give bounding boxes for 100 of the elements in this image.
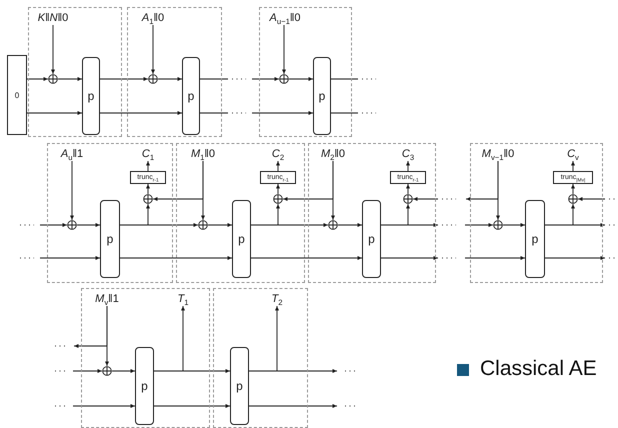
permutation-box: p [362,200,381,278]
arrow [250,256,362,260]
arrow [26,111,82,115]
permutation-box: p [82,57,100,135]
permutation-box: p [100,200,120,278]
arrow [72,404,136,408]
arrow [571,184,575,194]
arrow [120,256,232,260]
arrow [146,184,150,194]
arrow [250,204,280,226]
arrow [152,160,204,201]
arrow [154,404,230,408]
xor-symbol [273,194,283,204]
arrow [146,160,150,172]
dashed-frame [213,288,308,428]
arrow [252,77,280,81]
variable-label: M$_{v}$‖1 [89,292,125,306]
variable-label: T$_{2}$ [267,292,287,306]
arrow [248,369,338,373]
variable-label: T$_{1}$ [173,292,193,306]
arrow [208,223,232,227]
xor-symbol [198,220,208,230]
permutation-box: p [230,347,249,425]
dashed-frame [47,143,173,283]
arrow [26,77,48,81]
xor-symbol [143,194,153,204]
xor-symbol [279,74,289,84]
variable-label: A$_{u}$‖1 [54,147,90,161]
arrow [100,77,148,81]
arrow [151,24,155,74]
arrow [112,369,136,373]
arrow [466,160,498,201]
arrow [40,256,100,260]
dashed-frame [308,143,436,283]
connector-line [330,112,358,114]
xor-symbol [403,194,413,204]
xor-symbol [48,74,58,84]
dashed-frame [259,7,352,137]
arrow [282,24,286,74]
arrow [76,223,100,227]
arrow [412,197,438,201]
arrow [380,256,438,260]
permutation-box: p [232,200,251,278]
permutation-box: p [135,347,154,425]
arrow [276,160,280,172]
connector-line [200,112,228,114]
arrow [544,204,575,226]
dashed-frame [127,7,222,137]
bullet-text: Classical AE [480,356,597,382]
dashed-frame [81,288,210,428]
variable-label: C$_{1}$ [138,147,158,161]
arrow [252,111,314,115]
arrow [158,77,182,81]
variable-label: M$_{v−1}$‖0 [473,147,523,161]
state-box: 0 [7,55,27,135]
arrow [288,77,314,81]
arrow [380,204,410,226]
arrow [70,160,74,220]
arrow [58,77,82,81]
dashed-frame [176,143,305,283]
connector-line [200,78,228,80]
arrow [276,184,280,194]
variable-label: M$_{1}$‖0 [185,147,221,161]
arrow [464,256,526,260]
arrow [74,306,108,348]
xor-symbol [493,220,503,230]
arrow [578,197,606,201]
arrow [338,223,362,227]
dashed-frame [28,7,122,137]
arrow [282,160,334,201]
arrow [502,223,526,227]
xor-symbol [328,220,338,230]
arrow [100,111,182,115]
permutation-box: p [313,57,331,135]
xor-symbol [148,74,158,84]
arrow [72,369,102,373]
arrow [544,256,606,260]
arrow [571,160,575,172]
connector-line [330,78,358,80]
arrow [406,160,410,172]
variable-label: M$_{2}$‖0 [315,147,351,161]
arrow [464,223,494,227]
variable-label: A$_{1}$‖0 [134,11,172,25]
dashed-frame [470,143,603,283]
variable-label: C$_{3}$ [398,147,418,161]
variable-label: A$_{u−1}$‖0 [261,11,309,25]
variable-label: C$_{v}$ [563,147,583,161]
variable-label: K‖N‖0 [31,11,75,25]
arrow [51,24,55,74]
arrow [120,204,150,226]
xor-symbol [568,194,578,204]
xor-symbol [102,366,112,376]
variable-label: C$_{2}$ [268,147,288,161]
permutation-box: p [525,200,545,278]
xor-symbol [67,220,77,230]
arrow [154,306,185,372]
arrow [248,404,338,408]
arrow [40,223,68,227]
arrow [406,184,410,194]
permutation-box: p [182,57,200,135]
